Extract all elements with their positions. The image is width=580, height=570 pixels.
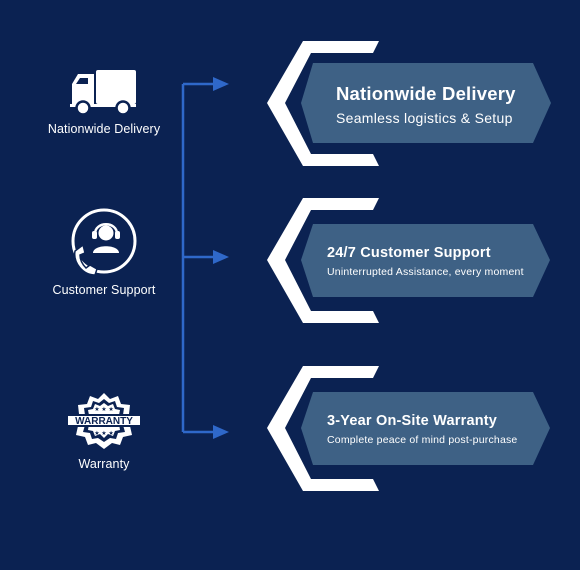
feature-label: Nationwide Delivery [47,122,161,136]
card-title: Nationwide Delivery [336,83,516,104]
card-subtitle: Complete peace of mind post-purchase [327,434,518,446]
warranty-badge-text: WARRANTY [75,416,133,427]
feature-warranty: WARRANTY ★ ★ ★ ★ ★ ★ Warranty [20,391,188,471]
card-customer-support: 24/7 Customer Support Uninterrupted Assi… [267,198,552,323]
feature-label: Warranty [78,457,130,471]
svg-text:★ ★ ★: ★ ★ ★ [94,406,113,413]
arrow-head-icon [213,425,229,439]
card-warranty: 3-Year On-Site Warranty Complete peace o… [267,366,552,491]
feature-label: Customer Support [52,283,156,297]
card-subtitle: Uninterrupted Assistance, every moment [327,266,524,278]
arrow-head-icon [213,250,229,264]
card-subtitle: Seamless logistics & Setup [336,110,513,126]
card-nationwide-delivery: Nationwide Delivery Seamless logistics &… [267,41,552,166]
warranty-badge-icon: WARRANTY ★ ★ ★ ★ ★ ★ [66,393,142,449]
card-title: 3-Year On-Site Warranty [327,413,498,429]
card-hexagon-frame [267,366,550,491]
feature-customer-support: Customer Support [20,207,188,297]
card-title: 24/7 Customer Support [327,245,491,261]
card-hexagon-frame [267,198,550,323]
card-hexagon-frame [267,41,551,166]
feature-nationwide-delivery: Nationwide Delivery [20,68,188,136]
arrow-head-icon [213,77,229,91]
svg-text:★ ★ ★: ★ ★ ★ [94,430,113,437]
truck-icon [70,70,136,116]
headset-support-icon [71,208,137,276]
